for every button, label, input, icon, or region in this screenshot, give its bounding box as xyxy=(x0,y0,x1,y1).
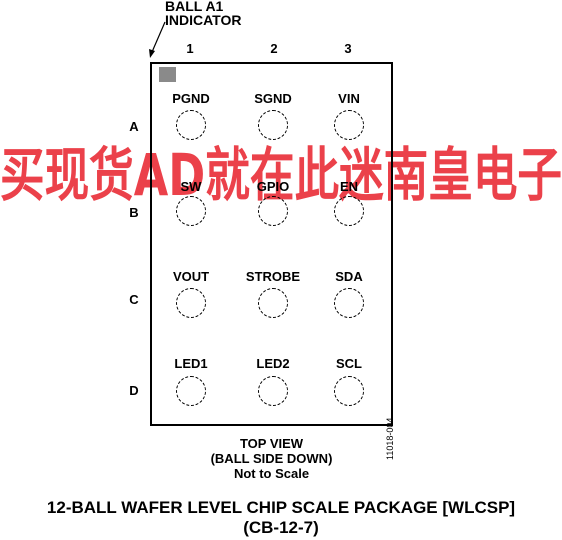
row-label-c: C xyxy=(129,292,139,307)
ball-b3 xyxy=(334,196,364,226)
package-title-line-1: 12-BALL WAFER LEVEL CHIP SCALE PACKAGE [… xyxy=(46,498,516,517)
ball-c1 xyxy=(176,288,206,318)
ball-name-a1: PGND xyxy=(172,91,210,106)
column-label-2: 2 xyxy=(270,41,278,56)
ball-a1-indicator-label: BALL A1 INDICATOR xyxy=(165,0,241,27)
ball-name-b3: EN xyxy=(339,179,359,194)
ball-name-c1: VOUT xyxy=(172,269,210,284)
row-label-a: A xyxy=(129,119,139,134)
package-title-line-2: (CB-12-7) xyxy=(243,518,319,537)
ball-a1 xyxy=(176,110,206,140)
ball-b1 xyxy=(176,196,206,226)
ball-d3 xyxy=(334,376,364,406)
ball-name-d2: LED2 xyxy=(256,356,290,371)
view-caption-line-2: (BALL SIDE DOWN) xyxy=(210,451,333,466)
ball-b2 xyxy=(258,196,288,226)
ball-name-d3: SCL xyxy=(336,356,362,371)
ball-name-a3: VIN xyxy=(338,91,360,106)
package-outline xyxy=(150,62,393,426)
ball-c2 xyxy=(258,288,288,318)
ball-name-b1: SW xyxy=(180,179,202,194)
ball-d2 xyxy=(258,376,288,406)
column-label-1: 1 xyxy=(186,41,194,56)
ball-d1 xyxy=(176,376,206,406)
figure-id: 11018-004 xyxy=(385,417,395,460)
column-label-3: 3 xyxy=(344,41,352,56)
a1-corner-marker xyxy=(159,67,176,82)
ball-name-a2: SGND xyxy=(254,91,292,106)
indicator-arrow xyxy=(149,21,166,58)
ball-c3 xyxy=(334,288,364,318)
view-caption-line-3: Not to Scale xyxy=(233,466,310,481)
ball-name-c2: STROBE xyxy=(245,269,301,284)
ball-a3 xyxy=(334,110,364,140)
indicator-line-1: BALL A1 xyxy=(165,0,224,14)
row-label-d: D xyxy=(129,383,139,398)
view-caption-line-1: TOP VIEW xyxy=(239,436,304,451)
ball-name-b2: GPIO xyxy=(256,179,290,194)
indicator-line-2: INDICATOR xyxy=(165,12,242,28)
ball-name-d1: LED1 xyxy=(174,356,208,371)
ball-name-c3: SDA xyxy=(335,269,363,284)
ball-a2 xyxy=(258,110,288,140)
row-label-b: B xyxy=(129,205,139,220)
